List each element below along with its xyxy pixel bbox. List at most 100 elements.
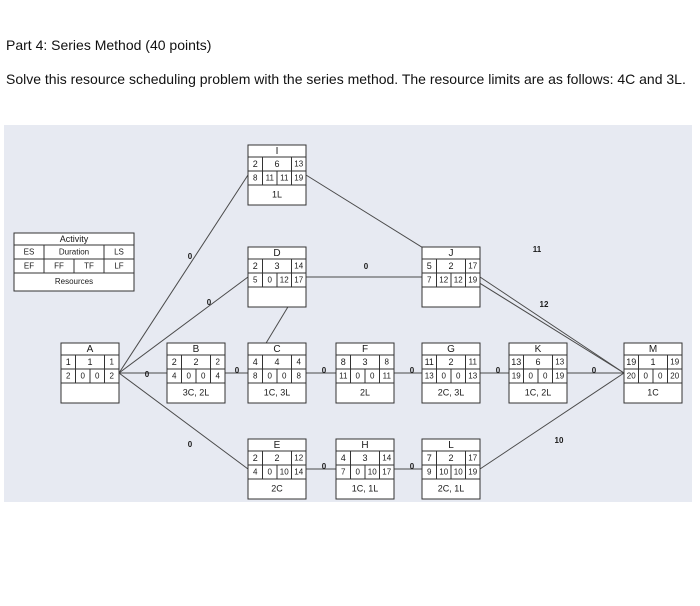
activity-tf: 0 [370,372,375,381]
activity-ff: 0 [268,468,273,477]
activity-es: 11 [425,357,434,367]
activity-ff: 0 [268,372,273,381]
activity-tf: 0 [543,372,548,381]
activity-tf: 10 [280,468,289,477]
activity-ef: 4 [253,468,258,477]
link-a-e [118,372,249,470]
activity-resources: 1C, 2L [525,387,552,397]
lag-label-a-b: 0 [145,370,150,379]
activity-ff: 0 [81,372,86,381]
activity-duration: 3 [362,453,367,463]
activity-es: 4 [341,453,346,463]
activity-resources: 2L [360,387,370,397]
activity-tf: 10 [454,468,463,477]
activity-es: 5 [427,261,432,271]
lag-label-h-l: 0 [410,462,415,471]
lag-label-a-d: 0 [188,252,193,261]
activity-resources: 3C, 2L [183,387,210,397]
activity-tf: 0 [456,372,461,381]
activity-duration: 1 [87,357,92,367]
activity-ls: 4 [297,358,302,367]
legend-tf-label: TF [84,262,94,271]
activity-es: 1 [66,357,71,367]
activity-duration: 2 [193,357,198,367]
activity-tf: 0 [95,372,100,381]
activity-duration: 2 [274,453,279,463]
activity-ls: 13 [555,358,564,367]
legend-ls-label: LS [114,248,124,257]
lag-label-l-m: 10 [555,436,564,445]
legend-ff-label: FF [54,262,64,271]
activity-name: M [649,344,657,355]
activity-lf: 17 [382,468,391,477]
activity-duration: 6 [535,357,540,367]
activity-lf: 19 [468,468,477,477]
activity-ls: 17 [468,454,477,463]
activity-name: K [535,344,542,355]
activity-tf: 10 [368,468,377,477]
activity-ff: 0 [644,372,649,381]
activity-ff: 0 [356,468,361,477]
link-j-m [479,276,625,374]
activity-es: 2 [172,357,177,367]
activity-tf: 0 [201,372,206,381]
activity-ef: 13 [425,372,434,381]
activity-es: 7 [427,453,432,463]
activity-lf: 19 [294,174,303,183]
activity-resources: 2C, 1L [438,483,465,493]
activity-es: 4 [253,357,258,367]
activity-es: 2 [253,159,258,169]
activity-tf: 12 [454,276,463,285]
legend-activity-label: Activity [60,234,89,244]
legend-lf-label: LF [114,262,123,271]
activity-lf: 8 [297,372,302,381]
lag-label-d-c: 0 [207,298,212,307]
activity-lf: 4 [216,372,221,381]
activity-ff: 11 [266,174,275,183]
activity-tf: 12 [280,276,289,285]
activity-name: C [273,344,280,355]
activity-ff: 0 [442,372,447,381]
activity-lf: 2 [110,372,115,381]
activity-ef: 9 [427,468,432,477]
activity-ls: 19 [670,358,679,367]
activity-duration: 2 [448,261,453,271]
lag-label-f-g: 0 [410,366,415,375]
activity-duration: 2 [448,453,453,463]
instructions-text: Solve this resource scheduling problem w… [6,71,686,87]
activity-duration: 3 [274,261,279,271]
activity-resources: 1L [272,189,282,199]
activity-name: H [361,440,368,451]
activity-ls: 2 [216,358,221,367]
activity-duration: 6 [274,159,279,169]
lag-label-i-m: 11 [533,245,542,254]
activity-name: G [447,344,455,355]
activity-ls: 14 [382,454,391,463]
activity-name: D [273,248,280,259]
activity-lf: 20 [670,372,679,381]
lag-label-b-c: 0 [235,366,240,375]
activity-ef: 4 [172,372,177,381]
legend-duration-label: Duration [59,248,89,257]
activity-name: A [87,344,94,355]
activity-ls: 14 [294,262,303,271]
link-l-m [479,372,625,470]
activity-name: L [448,440,454,451]
activity-lf: 19 [555,372,564,381]
lag-label-d-j: 0 [364,262,369,271]
link-a-d [118,276,249,374]
activity-ef: 7 [341,468,346,477]
activity-ls: 12 [294,454,303,463]
activity-duration: 2 [448,357,453,367]
